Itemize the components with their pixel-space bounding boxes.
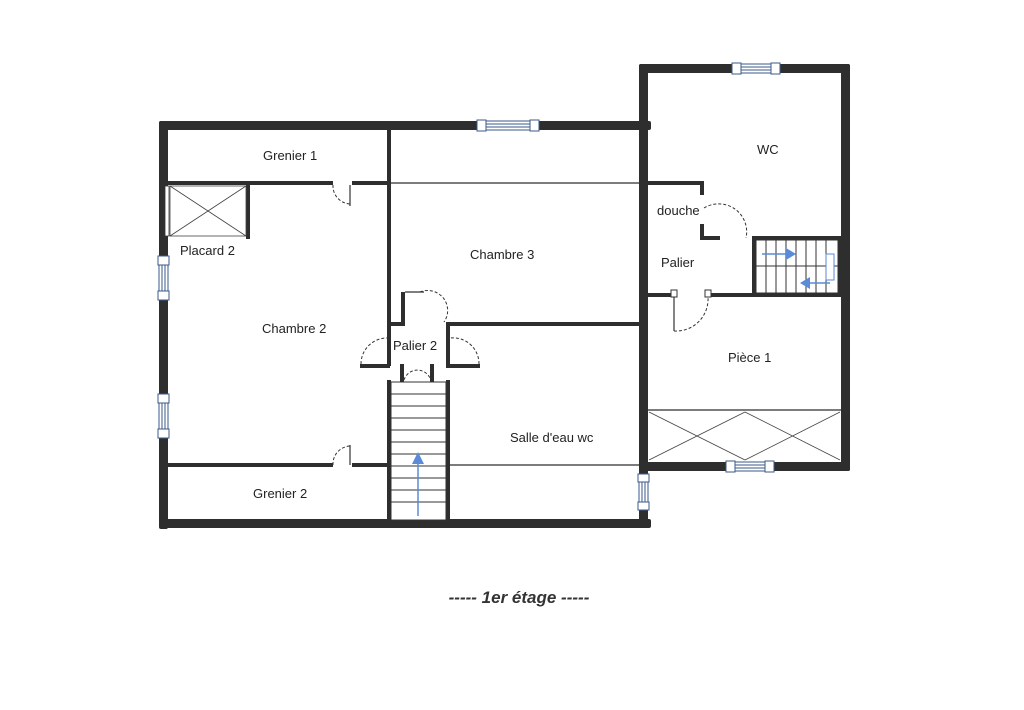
label-salle-eau-wc: Salle d'eau wc xyxy=(510,430,594,445)
label-palier-2: Palier 2 xyxy=(393,338,437,353)
interior-walls xyxy=(165,128,844,522)
thin-lines xyxy=(390,182,842,466)
label-chambre-2: Chambre 2 xyxy=(262,321,326,336)
label-chambre-3: Chambre 3 xyxy=(470,247,534,262)
label-wc: WC xyxy=(757,142,779,157)
floor-caption: ----- 1er étage ----- xyxy=(449,588,590,607)
main-staircase xyxy=(390,381,447,521)
palier-staircase xyxy=(755,239,839,294)
placard-cross xyxy=(169,185,247,237)
label-douche: douche xyxy=(657,203,700,218)
room-labels: Grenier 1 Placard 2 Chambre 2 Chambre 3 … xyxy=(180,142,779,501)
label-placard-2: Placard 2 xyxy=(180,243,235,258)
doors xyxy=(332,184,748,466)
windows xyxy=(157,62,781,511)
label-grenier-2: Grenier 2 xyxy=(253,486,307,501)
wardrobe-cross xyxy=(648,411,841,461)
label-grenier-1: Grenier 1 xyxy=(263,148,317,163)
label-palier: Palier xyxy=(661,255,695,270)
label-piece-1: Pièce 1 xyxy=(728,350,771,365)
